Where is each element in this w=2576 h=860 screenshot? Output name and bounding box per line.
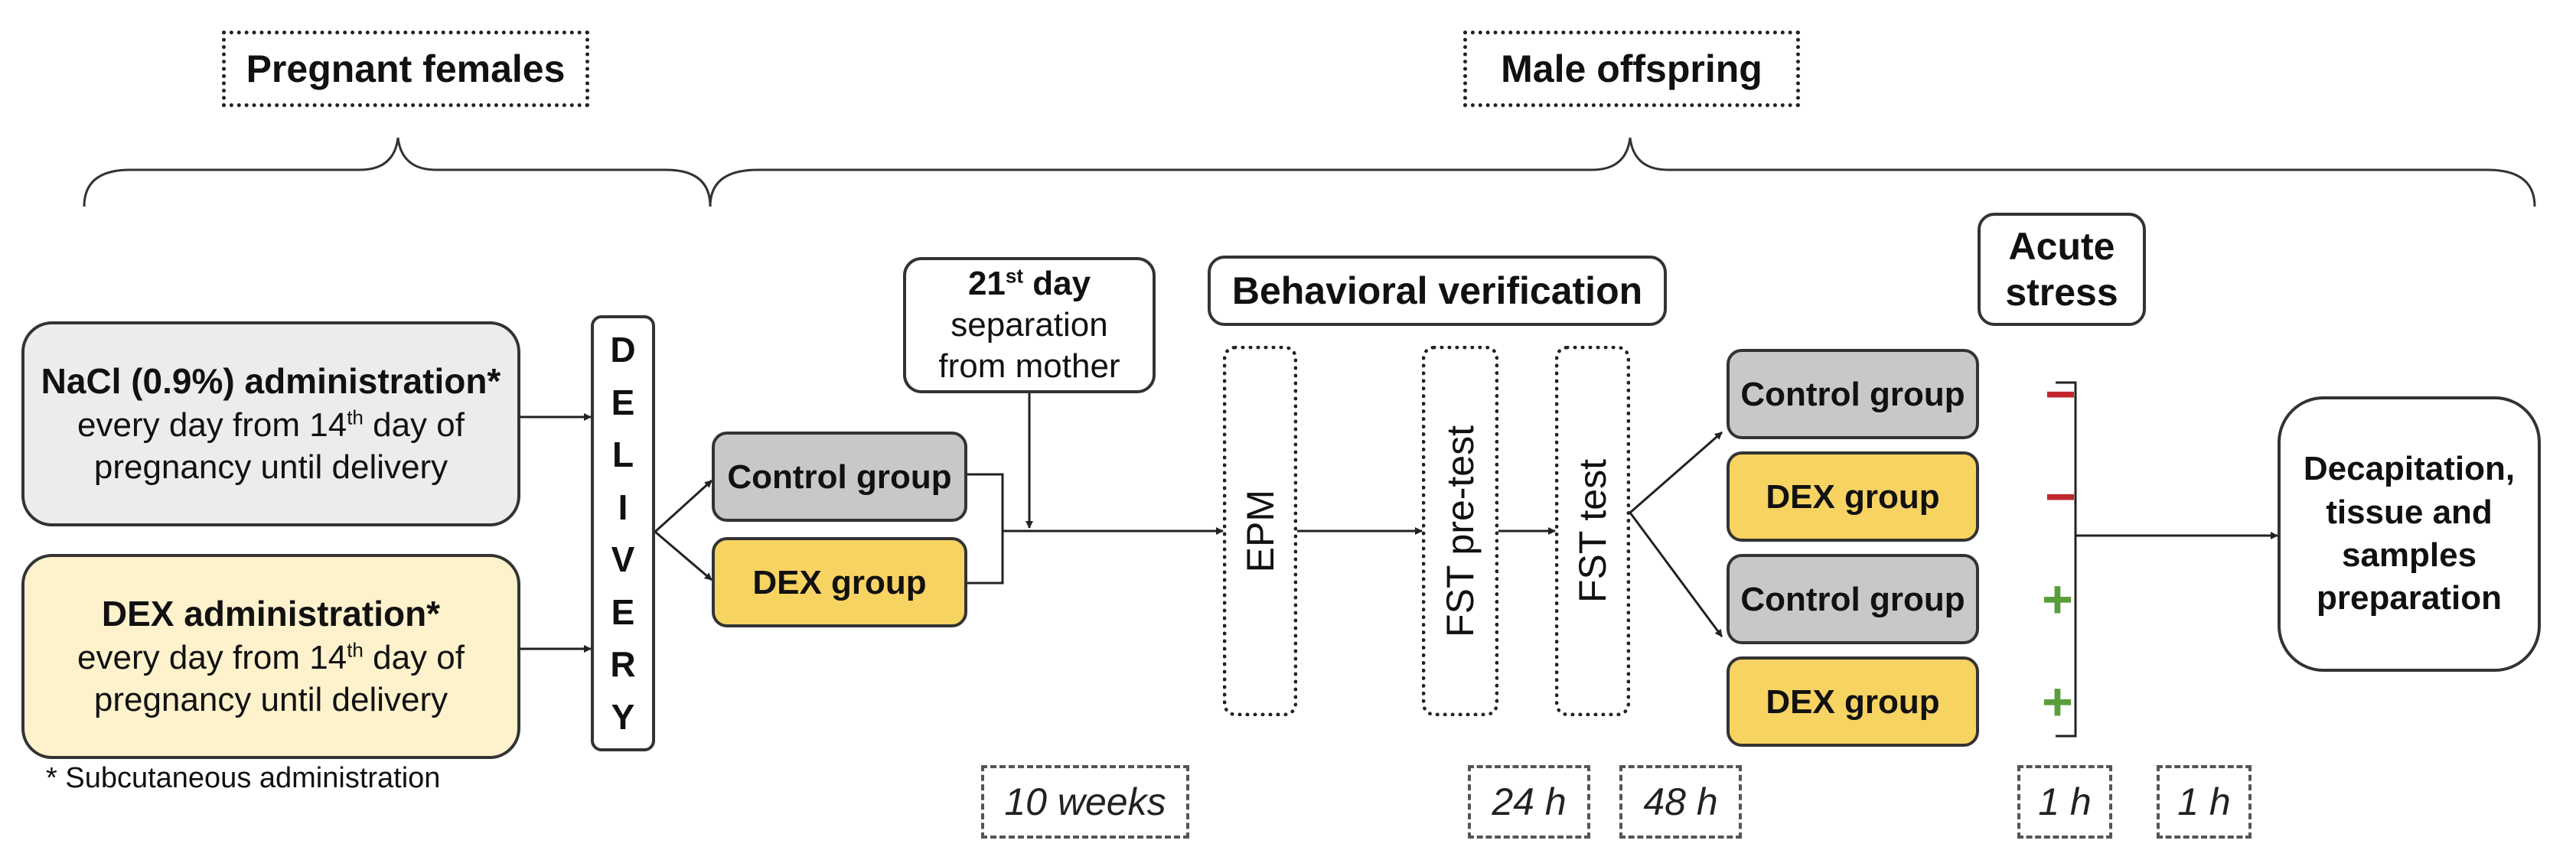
final-line2: tissue and bbox=[2326, 493, 2493, 531]
final-line1: Decapitation, bbox=[2303, 450, 2516, 488]
final-line3: samples bbox=[2341, 536, 2477, 574]
acute-stress-line2: stress bbox=[2005, 271, 2118, 314]
nacl-schedule: every day from 14th day of bbox=[77, 404, 465, 446]
duration-24h: 24 h bbox=[1468, 765, 1590, 839]
final-line4: preparation bbox=[2316, 579, 2503, 617]
nacl-title: NaCl (0.9%) administration* bbox=[41, 361, 501, 402]
stress-dex-group-2: DEX group bbox=[1727, 656, 1979, 747]
schedule-suffix: day of bbox=[363, 406, 465, 444]
stress-control-group-2: Control group bbox=[1727, 554, 1979, 644]
delivery-letter: L bbox=[611, 435, 634, 475]
delivery-letter: E bbox=[611, 591, 635, 632]
phase-label-pregnant-females: Pregnant females bbox=[222, 31, 589, 107]
separation-box: 21st day separation from mother bbox=[903, 257, 1156, 393]
phase-label-male-offspring: Male offspring bbox=[1463, 31, 1800, 107]
dex-treatment-panel: DEX administration* every day from 14th … bbox=[21, 554, 520, 759]
delivery-letter: I bbox=[618, 487, 628, 527]
footnote: * Subcutaneous administration bbox=[46, 762, 441, 794]
test-label: EPM bbox=[1238, 489, 1282, 573]
brace-male-offspring bbox=[709, 137, 2536, 207]
dex-title: DEX administration* bbox=[101, 594, 441, 634]
day-number: 21 bbox=[967, 265, 1006, 303]
test-epm: EPM bbox=[1223, 346, 1297, 716]
test-fst-pre: FST pre-test bbox=[1422, 346, 1498, 716]
duration-1h-stress: 1 h bbox=[2017, 765, 2112, 839]
duration-48h: 48 h bbox=[1619, 765, 1742, 839]
nacl-schedule-line2: pregnancy until delivery bbox=[93, 448, 448, 486]
final-procedure-box: Decapitation, tissue and samples prepara… bbox=[2278, 396, 2541, 672]
schedule-prefix: every day from 14 bbox=[77, 638, 347, 676]
arrow-delivery-dex bbox=[654, 530, 712, 581]
control-group-box: Control group bbox=[712, 432, 967, 522]
acute-stress-title: Acute stress bbox=[1978, 213, 2146, 326]
test-label: FST test bbox=[1571, 458, 1614, 603]
delivery-box: D E L I V E R Y bbox=[591, 315, 655, 751]
duration-1h-final: 1 h bbox=[2157, 765, 2252, 839]
separation-day: 21st day bbox=[968, 263, 1091, 305]
stress-dex-group-1: DEX group bbox=[1727, 451, 1979, 542]
schedule-sup: th bbox=[347, 638, 364, 662]
brace-pregnant-females bbox=[83, 137, 712, 207]
separation-line3: from mother bbox=[938, 347, 1120, 385]
separation-line2: separation bbox=[951, 306, 1108, 344]
test-label: FST pre-test bbox=[1439, 425, 1482, 637]
minus-sign: − bbox=[2045, 364, 2076, 424]
dex-schedule: every day from 14th day of bbox=[77, 637, 465, 679]
schedule-sup: th bbox=[347, 406, 364, 429]
schedule-suffix: day of bbox=[363, 638, 465, 676]
nacl-treatment-panel: NaCl (0.9%) administration* every day fr… bbox=[21, 321, 520, 526]
arrow-delivery-control bbox=[654, 479, 713, 533]
dex-group-box: DEX group bbox=[712, 537, 967, 627]
test-fst: FST test bbox=[1555, 346, 1630, 716]
plus-sign: + bbox=[2042, 672, 2073, 731]
phase-label-text: Pregnant females bbox=[246, 47, 566, 90]
stress-bracket bbox=[2056, 381, 2077, 738]
acute-stress-line1: Acute bbox=[2008, 225, 2115, 268]
minus-sign: − bbox=[2045, 467, 2076, 526]
arrow-fst-lower bbox=[1629, 512, 1723, 637]
day-word: day bbox=[1023, 265, 1091, 303]
delivery-letter: D bbox=[610, 330, 636, 370]
group-bracket bbox=[967, 473, 1004, 585]
dex-schedule-line2: pregnancy until delivery bbox=[93, 680, 448, 718]
delivery-letter: E bbox=[611, 382, 635, 422]
day-sup: st bbox=[1005, 264, 1024, 288]
delivery-letter: Y bbox=[611, 696, 635, 737]
plus-sign: + bbox=[2042, 569, 2073, 629]
duration-10-weeks: 10 weeks bbox=[981, 765, 1189, 839]
delivery-letter: R bbox=[610, 644, 636, 685]
phase-label-text: Male offspring bbox=[1501, 47, 1762, 90]
behavioral-verification-title: Behavioral verification bbox=[1208, 256, 1667, 326]
arrow-fst-upper bbox=[1629, 431, 1723, 514]
schedule-prefix: every day from 14 bbox=[77, 406, 347, 444]
delivery-letter: V bbox=[611, 539, 635, 580]
stress-control-group-1: Control group bbox=[1727, 349, 1979, 439]
